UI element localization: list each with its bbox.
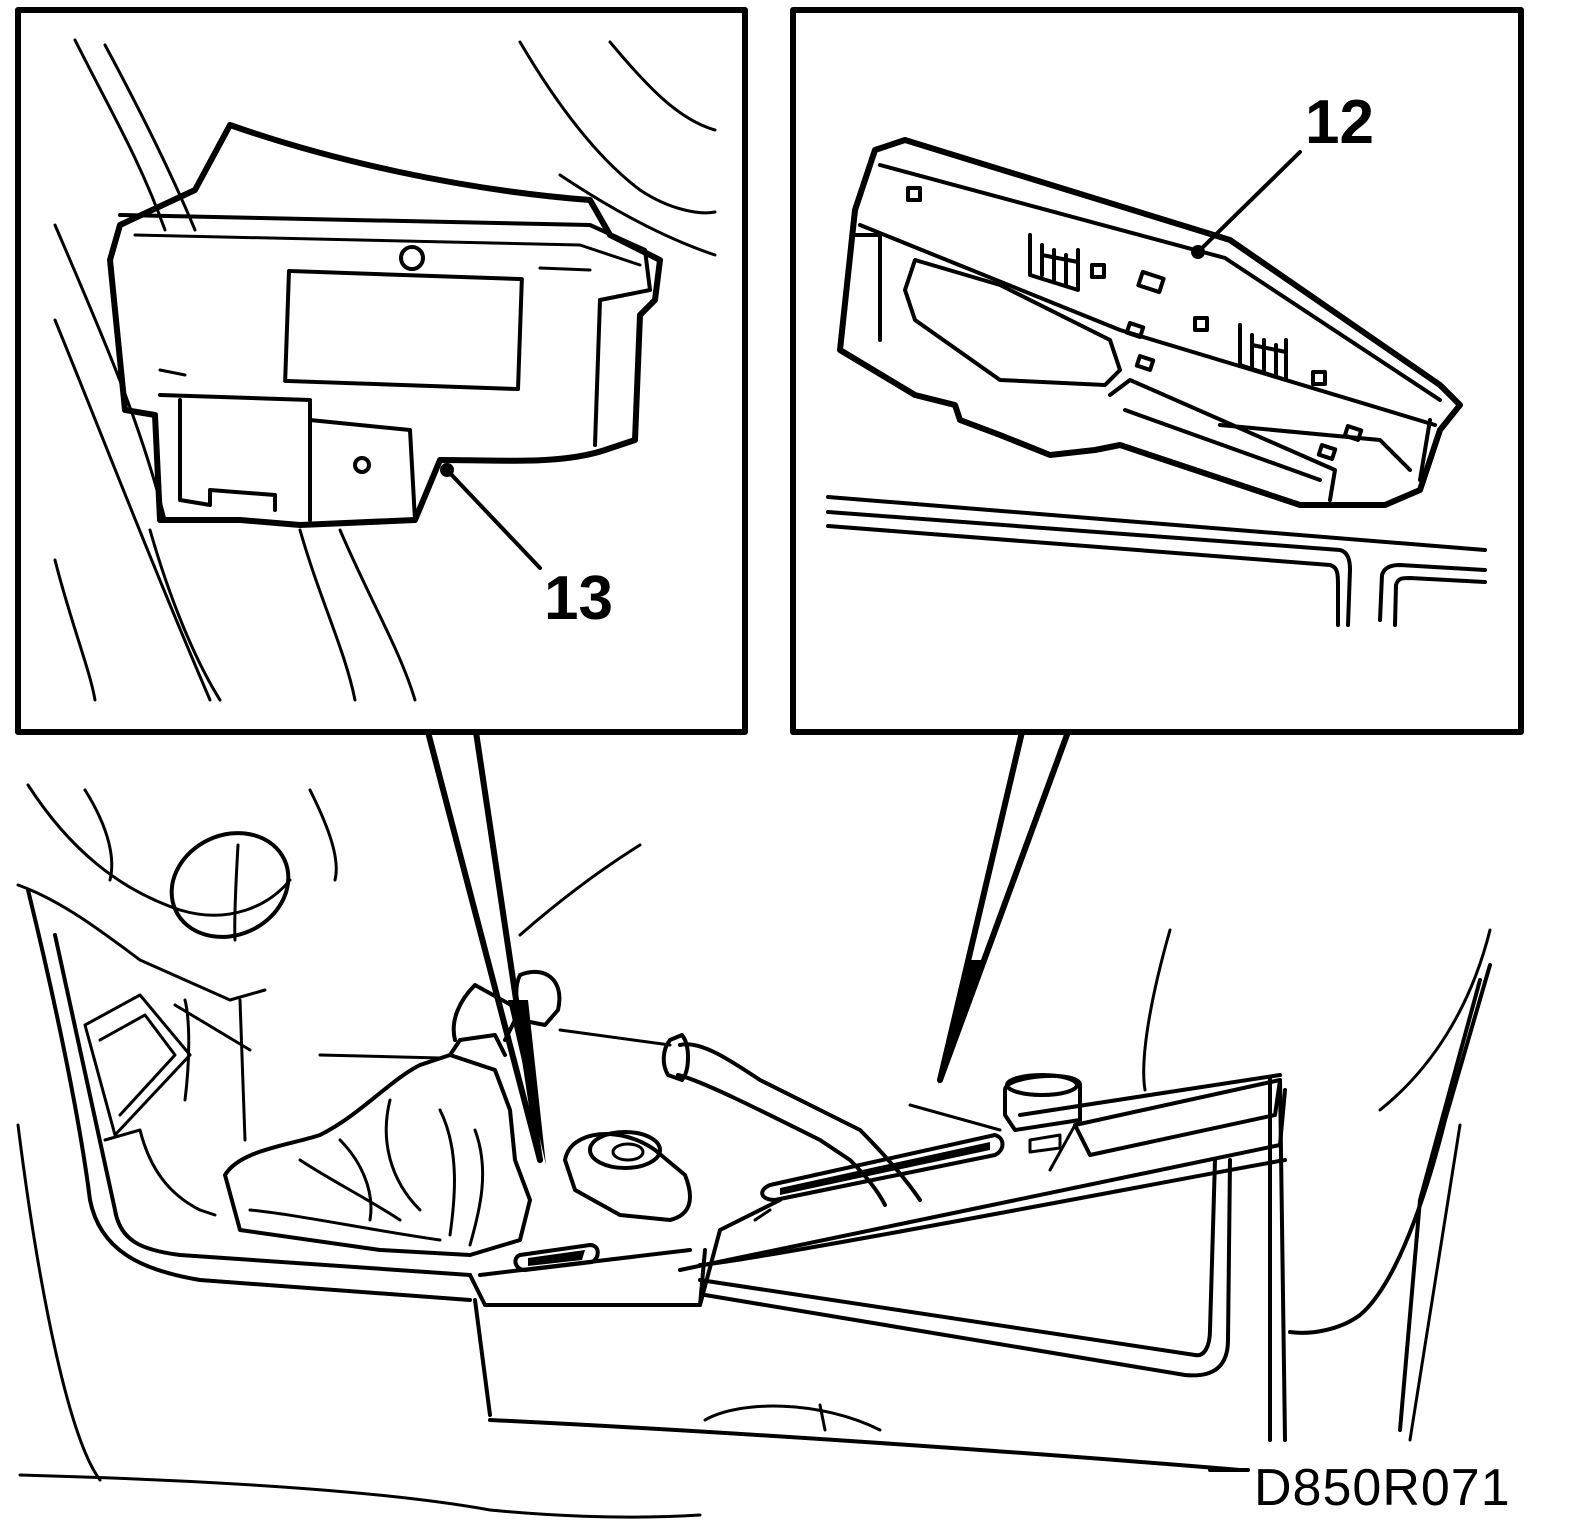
inset-left-detail — [15, 7, 748, 735]
module-12 — [837, 137, 1463, 508]
inset-right-frame — [790, 7, 1524, 735]
drawing-code: D850R071 — [1254, 1459, 1511, 1517]
callout-label-13: 13 — [544, 564, 613, 633]
module-13 — [107, 122, 663, 528]
inset-left-frame — [15, 7, 748, 735]
callout-label-12: 12 — [1305, 88, 1374, 157]
inset-right-detail — [790, 7, 1524, 735]
inset-pointers — [425, 729, 1071, 1165]
leader-12 — [1196, 150, 1302, 254]
main-view-centre-console — [16, 783, 1492, 1519]
leader-13 — [445, 468, 542, 570]
